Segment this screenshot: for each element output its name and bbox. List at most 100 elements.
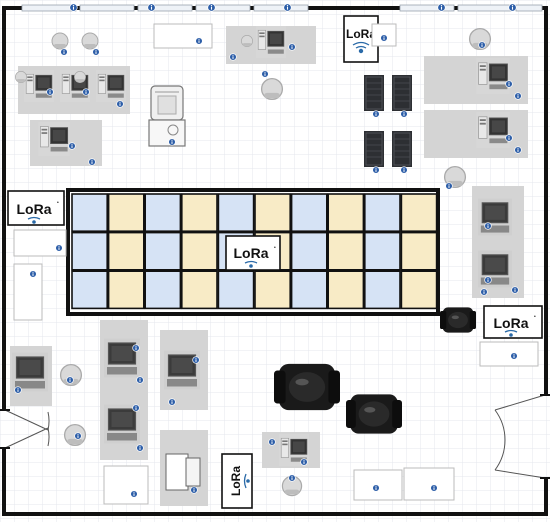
info-icon[interactable] xyxy=(514,92,522,100)
info-icon[interactable] xyxy=(372,484,380,492)
server-rack-icon[interactable] xyxy=(364,74,384,112)
workstation-icon[interactable] xyxy=(24,70,54,102)
info-icon[interactable] xyxy=(372,110,380,118)
workstation-icon[interactable] xyxy=(478,250,512,288)
wifi-icon[interactable] xyxy=(229,53,237,61)
table-tile xyxy=(290,270,328,310)
info-icon[interactable] xyxy=(505,80,513,88)
info-icon[interactable] xyxy=(207,3,216,12)
info-icon[interactable] xyxy=(508,3,517,12)
info-icon[interactable] xyxy=(510,352,518,360)
info-icon[interactable] xyxy=(505,134,513,142)
robot-icon[interactable] xyxy=(274,363,340,411)
info-icon[interactable] xyxy=(130,490,138,498)
robot-icon[interactable] xyxy=(346,394,402,434)
info-icon[interactable] xyxy=(190,486,198,494)
lora-gateway-right[interactable]: LoRa • xyxy=(483,305,543,339)
info-icon[interactable] xyxy=(372,166,380,174)
chair-icon xyxy=(81,32,99,50)
info-icon[interactable] xyxy=(168,398,176,406)
info-icon[interactable] xyxy=(380,34,388,42)
info-icon[interactable] xyxy=(136,376,144,384)
side-table-left xyxy=(13,229,67,257)
empty-table xyxy=(153,23,213,49)
info-icon[interactable] xyxy=(300,458,308,466)
wifi-icon xyxy=(509,333,513,337)
info-icon[interactable] xyxy=(168,138,176,146)
info-icon[interactable] xyxy=(132,344,140,352)
info-icon[interactable] xyxy=(288,474,296,482)
info-icon[interactable] xyxy=(478,41,486,49)
info-icon[interactable] xyxy=(484,222,492,230)
info-icon[interactable] xyxy=(147,3,156,12)
table-tile xyxy=(363,231,401,271)
info-icon[interactable] xyxy=(430,484,438,492)
info-icon[interactable] xyxy=(288,43,296,51)
chair-icon xyxy=(260,77,284,101)
robot-icon[interactable] xyxy=(440,307,476,333)
lora-gateway-left[interactable]: LoRa • xyxy=(7,190,65,226)
bottom-right-table-2 xyxy=(403,467,455,501)
info-icon[interactable] xyxy=(484,276,492,284)
appliance-unit[interactable] xyxy=(148,85,186,147)
right-door[interactable] xyxy=(494,394,550,479)
info-icon[interactable] xyxy=(88,158,96,166)
workstation-icon[interactable] xyxy=(475,58,511,94)
table-tile xyxy=(71,193,109,233)
lora-gateway-bottom[interactable]: LoRa xyxy=(221,453,253,509)
info-icon[interactable] xyxy=(55,244,63,252)
workstation-icon[interactable] xyxy=(96,70,126,102)
info-icon[interactable] xyxy=(69,3,78,12)
info-icon[interactable] xyxy=(511,286,519,294)
info-icon[interactable] xyxy=(437,3,446,12)
server-rack-icon[interactable] xyxy=(364,130,384,168)
server-rack-icon[interactable] xyxy=(392,74,412,112)
info-icon[interactable] xyxy=(136,444,144,452)
lora-gateway-center[interactable]: LoRa • xyxy=(225,235,281,271)
server-rack-icon[interactable] xyxy=(392,130,412,168)
wifi-icon xyxy=(249,264,253,268)
workstation-icon[interactable] xyxy=(478,198,512,236)
table-tile xyxy=(327,193,365,233)
info-icon[interactable] xyxy=(132,404,140,412)
table-tile xyxy=(217,270,255,310)
info-icon[interactable] xyxy=(445,182,453,190)
workstation-icon[interactable] xyxy=(255,26,287,58)
workstation-icon[interactable] xyxy=(475,112,511,148)
info-icon[interactable] xyxy=(192,356,200,364)
info-icon[interactable] xyxy=(60,48,68,56)
workstation-top-left-2 xyxy=(30,120,102,166)
workstation-icon[interactable] xyxy=(164,349,200,391)
table-tile xyxy=(144,231,182,271)
info-icon[interactable] xyxy=(66,376,74,384)
info-icon[interactable] xyxy=(268,438,276,446)
info-icon[interactable] xyxy=(400,110,408,118)
table-tile xyxy=(181,231,218,271)
info-icon[interactable] xyxy=(74,432,82,440)
table-tile xyxy=(327,231,365,271)
info-icon[interactable] xyxy=(116,100,124,108)
info-icon[interactable] xyxy=(29,270,37,278)
info-icon[interactable] xyxy=(514,146,522,154)
info-icon[interactable] xyxy=(68,142,76,150)
chair-icon xyxy=(74,71,86,83)
info-icon[interactable] xyxy=(480,288,488,296)
chair-icon xyxy=(15,71,27,83)
table-tile xyxy=(363,270,401,310)
table-tile xyxy=(254,193,292,233)
info-icon[interactable] xyxy=(261,70,269,78)
left-door[interactable] xyxy=(0,409,50,449)
info-icon[interactable] xyxy=(82,88,90,96)
info-icon[interactable] xyxy=(195,37,203,45)
workstation-icon[interactable] xyxy=(37,122,71,156)
workstation-icon[interactable] xyxy=(104,337,140,379)
info-icon[interactable] xyxy=(92,48,100,56)
info-icon[interactable] xyxy=(46,88,54,96)
table-tile xyxy=(254,270,292,310)
info-icon[interactable] xyxy=(14,386,22,394)
workstation-icon[interactable] xyxy=(12,351,48,393)
info-icon[interactable] xyxy=(283,3,292,12)
workstation-column-center xyxy=(160,330,208,410)
info-icon[interactable] xyxy=(400,166,408,174)
table-tile xyxy=(71,231,109,271)
